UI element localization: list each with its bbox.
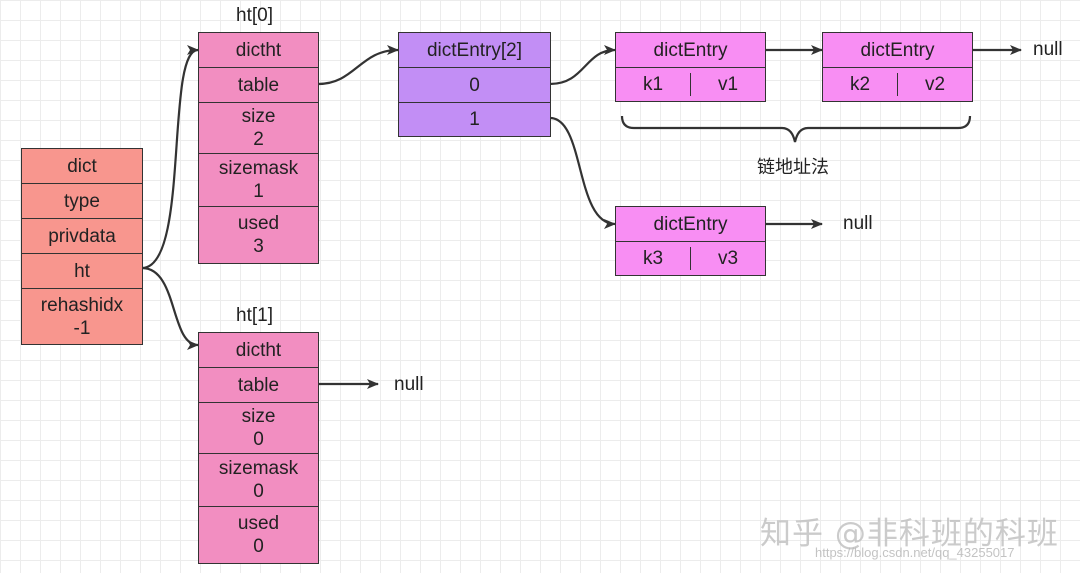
dict-entry-1-title: dictEntry <box>653 39 728 61</box>
dict-type-label: type <box>64 190 100 212</box>
dict-privdata-label: privdata <box>48 225 116 247</box>
ht0-dictht: dictht table size 2 sizemask 1 used 3 <box>198 32 319 264</box>
ht1-table-field: table <box>199 368 318 403</box>
dict-privdata-field: privdata <box>22 219 142 254</box>
ht0-header: dictht <box>199 33 318 68</box>
dict-entry-3: dictEntry k3 v3 <box>615 206 766 276</box>
dict-entry-3-title: dictEntry <box>653 213 728 235</box>
ht0-used-value: 3 <box>253 236 264 257</box>
ht1-size-value: 0 <box>253 429 264 450</box>
ht0-size-field: size 2 <box>199 103 318 154</box>
dict-ht-label: ht <box>74 260 90 282</box>
null-label-entry2: null <box>1033 39 1063 60</box>
dict-struct: dict type privdata ht rehashidx -1 <box>21 148 143 345</box>
ht0-table-label: table <box>237 74 280 96</box>
watermark-url: https://blog.csdn.net/qq_43255017 <box>815 545 1015 560</box>
ht0-label: ht[0] <box>236 5 273 26</box>
dict-header: dict <box>22 149 142 184</box>
arrow-ht-to-ht1 <box>141 266 199 350</box>
ht1-sizemask-field: sizemask 0 <box>199 454 318 507</box>
dict-entry-2-value: v2 <box>897 73 972 96</box>
dict-rehashidx-value: -1 <box>73 317 91 339</box>
bucket-slot-1: 1 <box>399 103 550 136</box>
ht1-sizemask-value: 0 <box>253 481 264 502</box>
dict-entry-2-kv: k2 v2 <box>823 68 972 101</box>
ht1-header: dictht <box>199 333 318 368</box>
ht0-header-label: dictht <box>235 39 282 61</box>
ht1-dictht: dictht table size 0 sizemask 0 used 0 <box>198 332 319 564</box>
ht0-sizemask-value: 1 <box>253 181 264 202</box>
bucket-slot-0: 0 <box>399 68 550 103</box>
dict-entry-3-header: dictEntry <box>616 207 765 242</box>
ht1-used-value: 0 <box>253 536 264 557</box>
dict-entry-2-title: dictEntry <box>860 39 935 61</box>
arrow-slot1-to-entry3 <box>549 116 616 229</box>
dict-header-label: dict <box>67 155 97 177</box>
ht0-used-label: used <box>237 213 280 234</box>
dict-ht-field: ht <box>22 254 142 289</box>
ht0-table-field: table <box>199 68 318 103</box>
ht0-sizemask-field: sizemask 1 <box>199 154 318 207</box>
ht1-size-label: size <box>241 406 276 427</box>
dict-type-field: type <box>22 184 142 219</box>
dict-rehashidx-label: rehashidx <box>40 294 124 316</box>
dict-entry-2: dictEntry k2 v2 <box>822 32 973 102</box>
ht1-used-label: used <box>237 513 280 534</box>
dict-rehashidx-field: rehashidx -1 <box>22 289 142 344</box>
ht1-header-label: dictht <box>235 339 282 361</box>
bucket-array: dictEntry[2] 0 1 <box>398 32 551 137</box>
ht1-size-field: size 0 <box>199 403 318 454</box>
bucket-slot-1-label: 1 <box>469 109 480 130</box>
ht0-size-label: size <box>241 106 276 127</box>
ht1-used-field: used 0 <box>199 507 318 563</box>
dict-entry-3-key: k3 <box>642 248 664 269</box>
dict-entry-2-header: dictEntry <box>823 33 972 68</box>
bucket-slot-0-label: 0 <box>469 74 480 96</box>
chaining-brace <box>620 115 972 143</box>
arrow-table-to-bucket-array <box>317 45 399 86</box>
ht1-table-label: table <box>237 374 280 396</box>
null-label-ht1-table: null <box>394 374 424 395</box>
arrow-ht-to-ht0 <box>141 45 199 270</box>
null-label-entry3: null <box>843 213 873 234</box>
dict-entry-1-kv: k1 v1 <box>616 68 765 101</box>
dict-entry-1-header: dictEntry <box>616 33 765 68</box>
arrow-slot0-to-entry1 <box>549 45 616 86</box>
dict-entry-1-key: k1 <box>642 74 664 95</box>
bucket-array-header: dictEntry[2] <box>399 33 550 68</box>
chaining-label: 链地址法 <box>757 157 829 178</box>
ht0-size-value: 2 <box>253 129 264 150</box>
ht1-label: ht[1] <box>236 305 273 326</box>
watermark-main: 知乎 @非科班的科班 <box>760 516 1059 552</box>
dict-entry-2-key: k2 <box>849 74 871 95</box>
ht0-sizemask-label: sizemask <box>218 158 299 179</box>
ht1-sizemask-label: sizemask <box>218 458 299 479</box>
ht0-used-field: used 3 <box>199 207 318 263</box>
dict-entry-3-value: v3 <box>690 247 765 270</box>
dict-entry-3-kv: k3 v3 <box>616 242 765 275</box>
dict-entry-1: dictEntry k1 v1 <box>615 32 766 102</box>
dict-entry-1-value: v1 <box>690 73 765 96</box>
bucket-array-title: dictEntry[2] <box>426 39 523 61</box>
